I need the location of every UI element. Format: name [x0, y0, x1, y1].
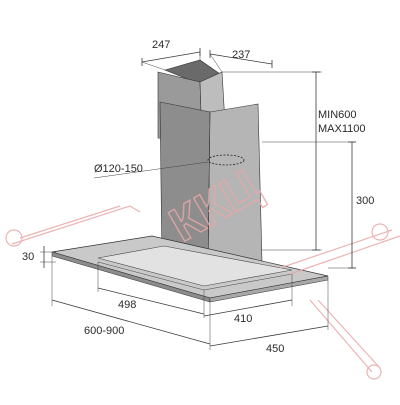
- dim-chimney-depth: 237: [209, 49, 273, 73]
- dim-overall-width: 600-900: [51, 256, 211, 350]
- dim-front-width: 498: [97, 262, 205, 318]
- outlet-opening: [207, 154, 245, 166]
- dim-canopy-height: 300: [262, 141, 374, 269]
- dim-label-450: 450: [266, 343, 284, 355]
- dim-label-498: 498: [118, 299, 136, 311]
- glass-canopy: [51, 235, 329, 303]
- dim-glass-thickness: 30: [22, 246, 56, 268]
- dim-label-max: MAX1100: [318, 123, 366, 135]
- dim-overall-depth: 450: [209, 280, 329, 355]
- dim-side-depth: 410: [203, 274, 293, 325]
- dim-chimney-width: 247: [141, 39, 201, 71]
- chimney-edge: [207, 111, 211, 273]
- dim-label-300: 300: [356, 195, 374, 207]
- dim-label-247: 247: [152, 39, 170, 51]
- dim-outlet: Ø120-150: [93, 161, 209, 179]
- dim-label-410: 410: [234, 313, 252, 325]
- dim-chimney-height: MIN600 MAX1100: [222, 71, 366, 251]
- dim-label-600-900: 600-900: [84, 325, 124, 337]
- hood-body-edge: [97, 261, 205, 291]
- dim-label-237: 237: [232, 49, 250, 61]
- hood-body-edge-right: [203, 273, 293, 291]
- chimney: [157, 59, 263, 273]
- hood-body: [97, 245, 293, 287]
- dim-label-min: MIN600: [318, 109, 357, 121]
- dim-label-outlet: Ø120-150: [94, 163, 143, 175]
- dim-label-30: 30: [22, 251, 34, 263]
